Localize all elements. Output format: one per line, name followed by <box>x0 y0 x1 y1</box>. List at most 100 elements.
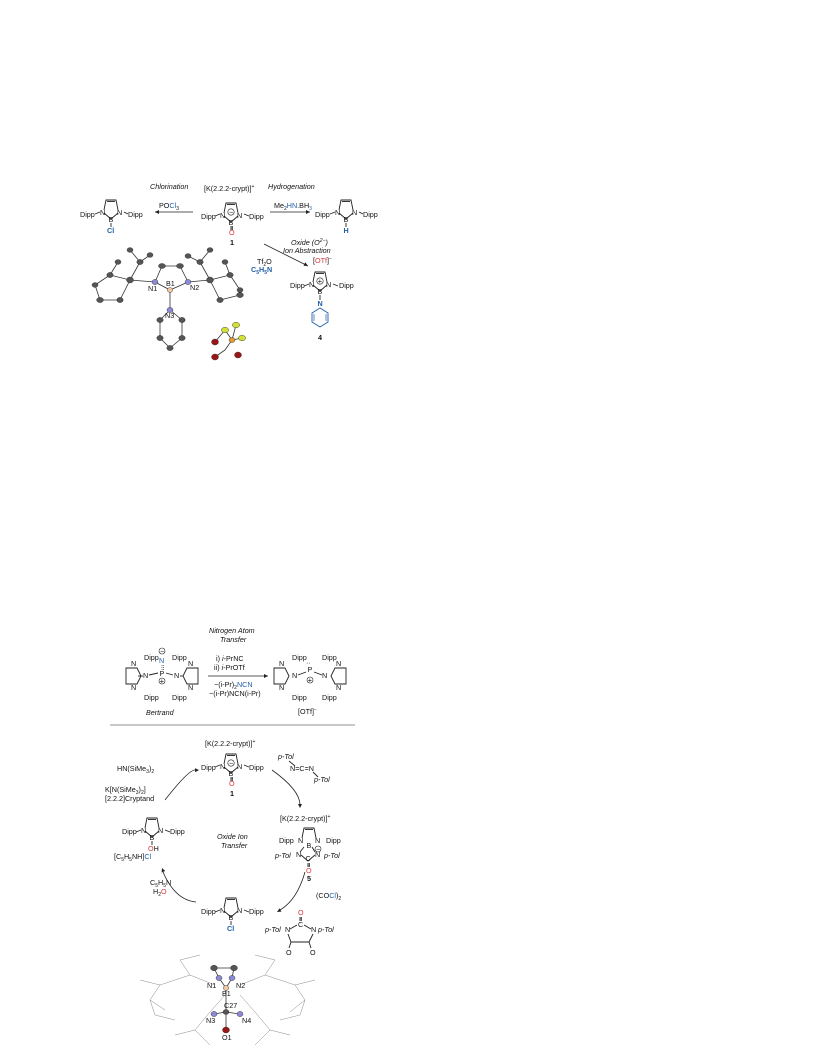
svg-text:Dipp: Dipp <box>80 210 95 219</box>
hydroxy-group: OH <box>148 844 159 853</box>
svg-text:Dipp: Dipp <box>249 907 264 916</box>
svg-text:N: N <box>117 208 122 217</box>
svg-text:B: B <box>307 841 312 850</box>
svg-text:p-Tol: p-Tol <box>313 775 330 784</box>
svg-text:N: N <box>322 671 327 680</box>
svg-text:N: N <box>100 208 105 217</box>
bertrand-phosphazene-structure: Dipp Dipp Dipp Dipp − N P + N N N N N N … <box>125 647 199 717</box>
svg-text:C: C <box>306 854 311 863</box>
reagent-amine-borane: Me2HN.BH3 <box>274 201 312 212</box>
svg-text:N=C=N: N=C=N <box>290 764 314 773</box>
reagent-pocl3: POCl3 <box>159 201 179 212</box>
svg-text:N: N <box>279 659 284 668</box>
step-ii-label: ii) i-PrOTf <box>214 663 245 672</box>
svg-text:Dipp: Dipp <box>172 653 187 662</box>
svg-text:N: N <box>292 671 297 680</box>
compound-1-number: 1 <box>230 238 234 247</box>
reagent-khmds: K[N(SiMe3)2] <box>105 785 146 796</box>
oxide-label: Oxide (O2−) <box>291 238 328 247</box>
svg-text:N: N <box>315 850 320 859</box>
cycle-hydroxyborane: N N Dipp Dipp B OH <box>122 817 185 853</box>
svg-text:−: − <box>316 845 320 854</box>
svg-text:Cl: Cl <box>227 924 234 933</box>
svg-text:p-Tol: p-Tol <box>264 925 281 934</box>
svg-text:Dipp: Dipp <box>290 281 305 290</box>
svg-text:N: N <box>220 762 225 771</box>
byproduct-2-label: −(i-Pr)NCN(i-Pr) <box>209 689 261 698</box>
boron-atom: B <box>229 218 234 227</box>
svg-text:N: N <box>188 659 193 668</box>
svg-text:B1: B1 <box>222 989 231 998</box>
charge-circle <box>227 208 235 216</box>
svg-text:N: N <box>352 208 357 217</box>
svg-text:O: O <box>229 779 235 788</box>
otf-counter-ion: [OTf]− <box>313 256 332 265</box>
compound-4-number: 4 <box>318 333 322 342</box>
pyridine-ring <box>311 307 329 328</box>
cycle-center-2: Transfer <box>221 841 248 850</box>
svg-text:N: N <box>285 925 290 934</box>
svg-text:Dipp: Dipp <box>170 827 185 836</box>
counter-ion-label: [K(2.2.2-crypt)]+ <box>204 184 255 193</box>
nat-title-2: Transfer <box>220 635 247 644</box>
hydroborane-structure: N N Dipp Dipp B H <box>315 199 378 235</box>
svg-text:N: N <box>143 671 148 680</box>
cycle-counter-ion-right: [K(2.2.2-crypt)]+ <box>280 814 331 823</box>
svg-text:N: N <box>315 836 320 845</box>
svg-text:O: O <box>310 948 316 957</box>
svg-text:B: B <box>229 913 234 922</box>
cycle-chloroborane: N N Dipp Dipp B Cl <box>201 897 264 933</box>
svg-text:N: N <box>335 208 340 217</box>
ortep-structure-4: N1 B1 N2 N3 <box>91 247 246 361</box>
nat-title-1: Nitrogen Atom <box>209 626 255 635</box>
reagent-hmds: HN(SiMe3)2 <box>117 764 154 775</box>
svg-text:N1: N1 <box>148 284 157 293</box>
svg-text:B: B <box>318 287 323 296</box>
n-atom-right: N <box>237 211 242 220</box>
hydrogenation-label: Hydrogenation <box>268 182 315 191</box>
cycle-arrow-top-right <box>271 769 301 806</box>
svg-text:N: N <box>159 656 164 665</box>
svg-text:N3: N3 <box>165 311 174 320</box>
trione-byproduct: O C N N p-Tol p-Tol O O <box>264 908 334 957</box>
bottom-scheme: Nitrogen Atom Transfer Dipp Dipp Dipp Di… <box>105 626 355 1046</box>
carbodiimide-reagent: p-Tol N=C=N p-Tol <box>277 752 330 784</box>
svg-text:N: N <box>296 850 301 859</box>
svg-text:Dipp: Dipp <box>322 693 337 702</box>
svg-text:O: O <box>306 866 312 875</box>
svg-text:C27: C27 <box>224 1001 237 1010</box>
dipp-left: Dipp <box>201 212 216 221</box>
svg-text:B1: B1 <box>166 279 175 288</box>
svg-text:N: N <box>326 280 331 289</box>
svg-text:N: N <box>174 671 179 680</box>
svg-text:N: N <box>311 925 316 934</box>
svg-text:N: N <box>318 299 323 308</box>
svg-text:··: ·· <box>306 658 311 667</box>
svg-text:O1: O1 <box>222 1033 232 1042</box>
svg-text:O: O <box>286 948 292 957</box>
svg-text:Dipp: Dipp <box>339 281 354 290</box>
svg-text:B: B <box>229 769 234 778</box>
svg-text:N: N <box>158 826 163 835</box>
svg-text:−: − <box>229 759 233 768</box>
svg-text:N: N <box>237 762 242 771</box>
arrow-oxide-abstraction <box>263 243 309 267</box>
svg-text:Dipp: Dipp <box>279 836 294 845</box>
svg-text:N: N <box>237 906 242 915</box>
svg-text:N1: N1 <box>207 981 216 990</box>
svg-text:Dipp: Dipp <box>128 210 143 219</box>
svg-text:N: N <box>336 659 341 668</box>
svg-text:N: N <box>336 683 341 692</box>
svg-text:O: O <box>298 908 304 917</box>
reagent-pyridine: C5H5N <box>251 265 272 276</box>
cycle-arrow-bottom-right <box>279 871 306 911</box>
reagent-cryptand: [2.2.2]Cryptand <box>105 794 154 803</box>
svg-text:Dipp: Dipp <box>315 210 330 219</box>
svg-text:N: N <box>131 683 136 692</box>
compound-4-structure: [OTf]− N N Dipp Dipp + B N 4 <box>290 256 354 342</box>
compound-5-structure: N N Dipp Dipp B − N N p-Tol p-Tol C O 5 <box>274 827 341 883</box>
ortep-structure-5: N1 B1 N2 N3 C27 N4 O1 <box>139 954 316 1046</box>
svg-text:Dipp: Dipp <box>292 693 307 702</box>
svg-text:N: N <box>220 906 225 915</box>
